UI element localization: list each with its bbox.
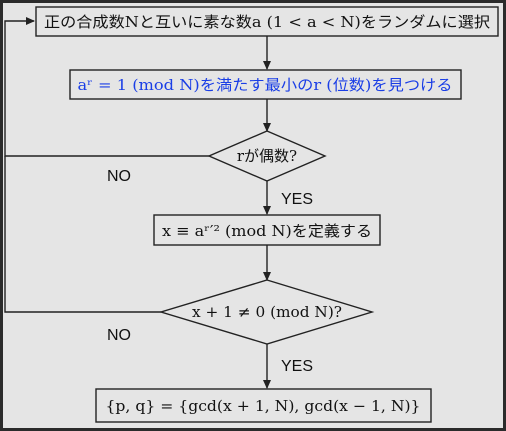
decision1-text: rが偶数? — [237, 147, 297, 165]
step3-box — [153, 214, 381, 246]
step1-box — [35, 6, 499, 37]
decision2-text: x + 1 ≠ 0 (mod N)? — [192, 303, 342, 321]
step2-box — [69, 69, 462, 100]
no-label-2: NO — [107, 327, 131, 344]
step3-text: x ≡ aʳ′² (mod N)を定義する — [162, 222, 372, 240]
step2-text: aʳ = 1 (mod N)を満たす最小のr (位数)を見つける — [78, 76, 453, 94]
no-label-1: NO — [107, 168, 131, 185]
no-path-decision2 — [4, 156, 161, 313]
yes-label-1: YES — [281, 191, 313, 208]
no-path-decision1 — [4, 17, 209, 157]
yes-label-2: YES — [281, 358, 313, 375]
result-box — [95, 388, 432, 423]
result-text: {p, q} = {gcd(x + 1, N), gcd(x − 1, N)} — [106, 397, 421, 415]
flowchart-svg: 正の合成数Nと互いに素な数a (1 < a < N)をランダムに選択 aʳ = … — [4, 6, 499, 423]
step1-text: 正の合成数Nと互いに素な数a (1 < a < N)をランダムに選択 — [44, 13, 490, 31]
flowchart-canvas: 正の合成数Nと互いに素な数a (1 < a < N)をランダムに選択 aʳ = … — [3, 3, 503, 428]
